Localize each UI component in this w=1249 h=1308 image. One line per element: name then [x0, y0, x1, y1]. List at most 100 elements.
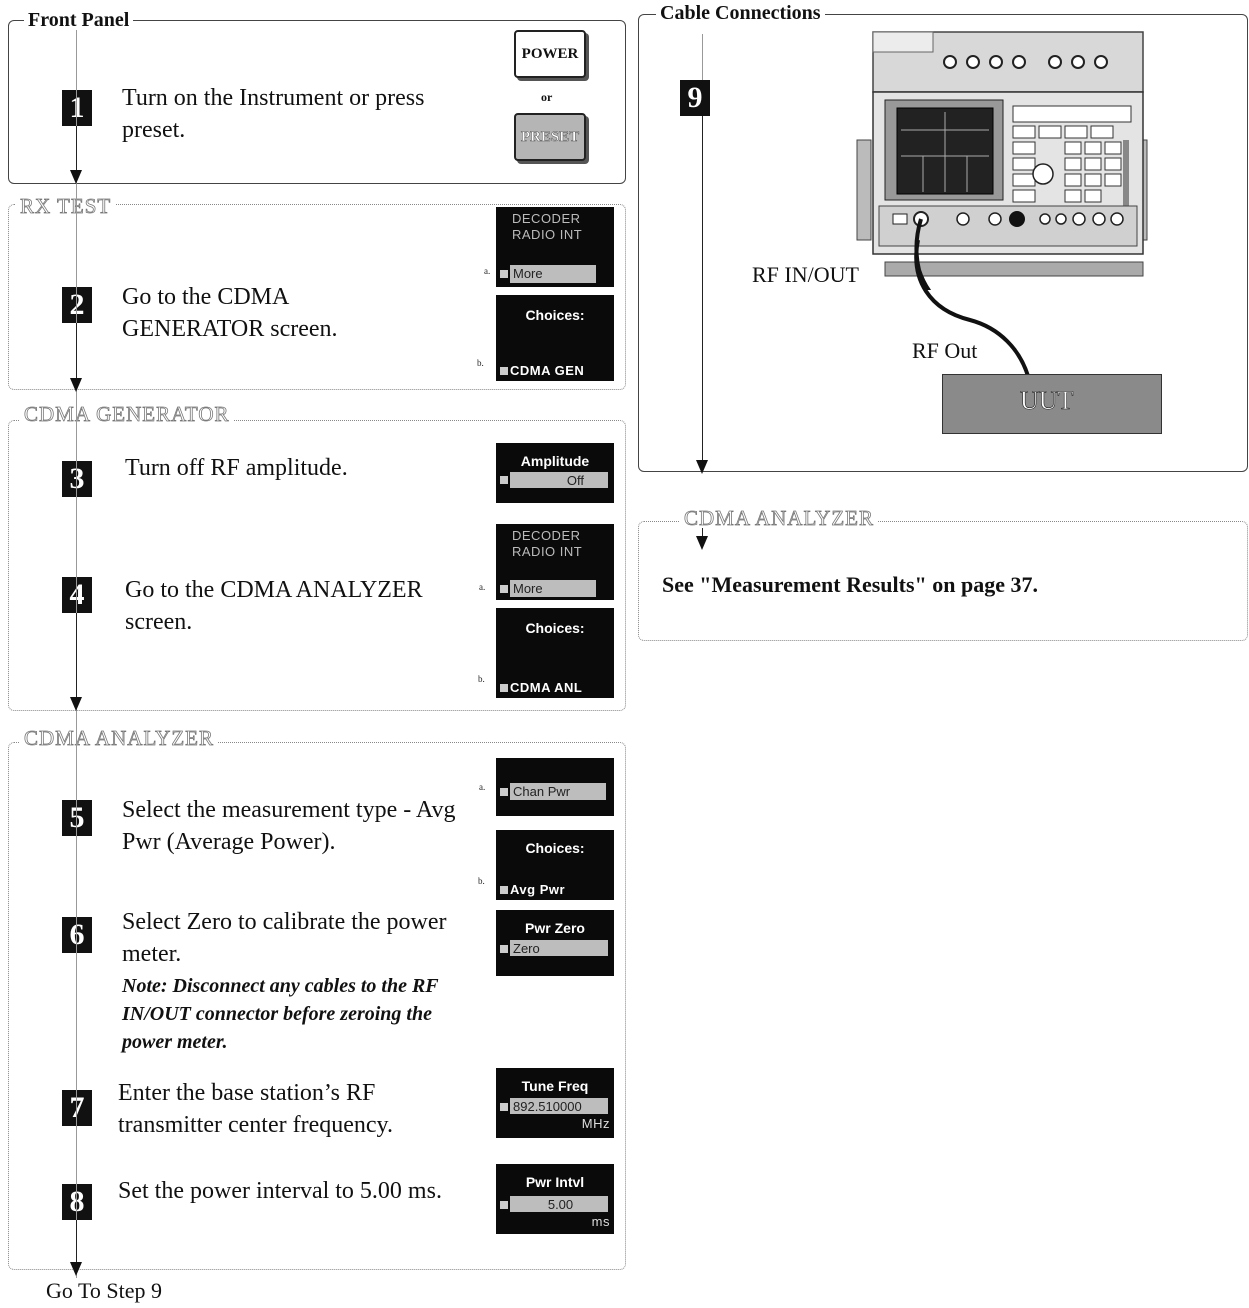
- preset-key[interactable]: PRESET: [514, 113, 586, 161]
- step-2-text: Go to the CDMA GENERATOR screen.: [122, 284, 338, 342]
- pwr-zero-screen: Pwr Zero Zero: [496, 910, 614, 976]
- more-field[interactable]: More: [510, 580, 596, 597]
- cdma-generator-title: CDMA GENERATOR: [20, 403, 234, 425]
- decoder-label: DECODER: [512, 528, 581, 543]
- select-marker-icon: [500, 1103, 508, 1111]
- tune-freq-field[interactable]: 892.510000: [510, 1098, 608, 1114]
- choices-head: Choices:: [525, 620, 585, 636]
- select-marker-icon: [500, 367, 508, 375]
- chan-pwr-field[interactable]: Chan Pwr: [510, 783, 606, 800]
- step-1-badge: 1: [62, 90, 92, 126]
- choices-head: Choices:: [525, 840, 585, 856]
- flow-line-dark: [76, 323, 77, 383]
- pwr-intvl-screen: Pwr Intvl 5.00 ms: [496, 1164, 614, 1234]
- select-marker-icon: [500, 945, 508, 953]
- select-marker-icon: [500, 585, 508, 593]
- radio-int-label: RADIO INT: [512, 227, 583, 242]
- cdma-generator-section: [8, 420, 626, 711]
- pwr-intvl-field[interactable]: 5.00: [510, 1196, 608, 1212]
- step-4-text: Go to the CDMA ANALYZER screen.: [125, 577, 423, 635]
- gen-screen-b: Choices: CDMA ANL: [496, 608, 614, 698]
- cable-connections-title: Cable Connections: [656, 2, 825, 24]
- more-field[interactable]: More: [510, 265, 596, 283]
- rf-in-out-label: RF IN/OUT: [752, 262, 859, 287]
- gen-label-a: a.: [479, 582, 486, 592]
- amplitude-head: Amplitude: [520, 453, 590, 469]
- step-7-text: Enter the base station’s RF transmitter …: [118, 1080, 393, 1138]
- uut-label: UUT: [1020, 386, 1074, 416]
- flow-line-dark: [702, 528, 703, 538]
- cdma-anl-choice[interactable]: CDMA ANL: [510, 680, 583, 695]
- step-6-text: Select Zero to calibrate the power meter…: [122, 909, 447, 967]
- front-panel-title: Front Panel: [24, 9, 134, 31]
- cdma-analyzer-title: CDMA ANALYZER: [20, 727, 218, 749]
- mhz-unit: MHz: [581, 1116, 610, 1131]
- amplitude-screen: Amplitude Off: [496, 443, 614, 503]
- choices-head: Choices:: [525, 307, 585, 323]
- front-panel-section: [8, 20, 626, 184]
- step-1-text: Turn on the Instrument or press preset.: [122, 85, 425, 143]
- uut-box: [942, 374, 1162, 434]
- radio-int-label: RADIO INT: [512, 544, 583, 559]
- rx-test-title: RX TEST: [16, 195, 116, 217]
- step-6-badge: 6: [62, 917, 92, 953]
- select-marker-icon: [500, 476, 508, 484]
- measurement-results-link[interactable]: See "Measurement Results" on page 37.: [662, 572, 1038, 597]
- cable-connections-section: [638, 14, 1248, 472]
- step-4-badge: 4: [62, 577, 92, 613]
- pwr-zero-head: Pwr Zero: [525, 920, 585, 936]
- step-5-text: Select the measurement type - Avg Pwr (A…: [122, 797, 456, 855]
- step-5-badge: 5: [62, 800, 92, 836]
- cable-line: [914, 240, 1030, 377]
- step-3-text: Turn off RF amplitude.: [125, 455, 348, 481]
- avg-pwr-screen: Choices: Avg Pwr: [496, 830, 614, 900]
- ms-unit: ms: [591, 1214, 610, 1229]
- ana-label-b: b.: [478, 876, 485, 886]
- rx-test-section: [8, 204, 626, 390]
- cdma-gen-choice[interactable]: CDMA GEN: [510, 363, 585, 378]
- step-8-text: Set the power interval to 5.00 ms.: [118, 1178, 442, 1204]
- preset-key-label: PRESET: [520, 128, 580, 145]
- tune-freq-head: Tune Freq: [521, 1078, 589, 1094]
- step-7-badge: 7: [62, 1090, 92, 1126]
- flow-line-dark: [76, 126, 77, 176]
- gen-screen-a: DECODER RADIO INT More: [496, 524, 614, 600]
- arrow-down-icon: [696, 536, 708, 550]
- go-to-step-9[interactable]: Go To Step 9: [46, 1278, 163, 1303]
- rx-screen-b: Choices: CDMA GEN: [496, 295, 614, 381]
- rx-label-a: a.: [484, 266, 491, 276]
- tune-freq-screen: Tune Freq 892.510000 MHz: [496, 1068, 614, 1138]
- select-marker-icon: [500, 886, 508, 894]
- ana-label-a: a.: [479, 782, 486, 792]
- amplitude-field[interactable]: Off: [510, 472, 608, 488]
- step-3-badge: 3: [62, 461, 92, 497]
- flow-line-dark: [76, 613, 77, 703]
- arrow-down-icon: [70, 697, 82, 711]
- power-key[interactable]: POWER: [514, 30, 586, 78]
- rf-out-label: RF Out: [912, 338, 978, 363]
- arrow-down-icon: [70, 378, 82, 392]
- power-key-label: POWER: [521, 45, 579, 62]
- step-2-badge: 2: [62, 287, 92, 323]
- cdma-analyzer-result-title: CDMA ANALYZER: [680, 507, 878, 529]
- select-marker-icon: [500, 1201, 508, 1209]
- arrow-down-icon: [70, 1262, 82, 1276]
- select-marker-icon: [500, 788, 508, 796]
- decoder-label: DECODER: [512, 211, 581, 226]
- or-label: or: [541, 90, 553, 104]
- gen-label-b: b.: [478, 674, 485, 684]
- cdma-analyzer-section: [8, 742, 626, 1270]
- select-marker-icon: [500, 270, 508, 278]
- pwr-intvl-head: Pwr Intvl: [525, 1174, 585, 1190]
- flow-line-dark: [702, 116, 703, 462]
- instrument-illustration: [856, 31, 1148, 290]
- chan-pwr-screen: Chan Pwr: [496, 758, 614, 816]
- select-marker-icon: [500, 684, 508, 692]
- zero-field[interactable]: Zero: [510, 940, 608, 956]
- flow-line-dark: [76, 1220, 77, 1264]
- step-6-note: Note: Disconnect any cables to the RF IN…: [122, 975, 439, 1053]
- step-9-badge: 9: [680, 80, 710, 116]
- arrow-down-icon: [70, 170, 82, 184]
- avg-pwr-choice[interactable]: Avg Pwr: [510, 882, 566, 897]
- rx-label-b: b.: [477, 358, 484, 368]
